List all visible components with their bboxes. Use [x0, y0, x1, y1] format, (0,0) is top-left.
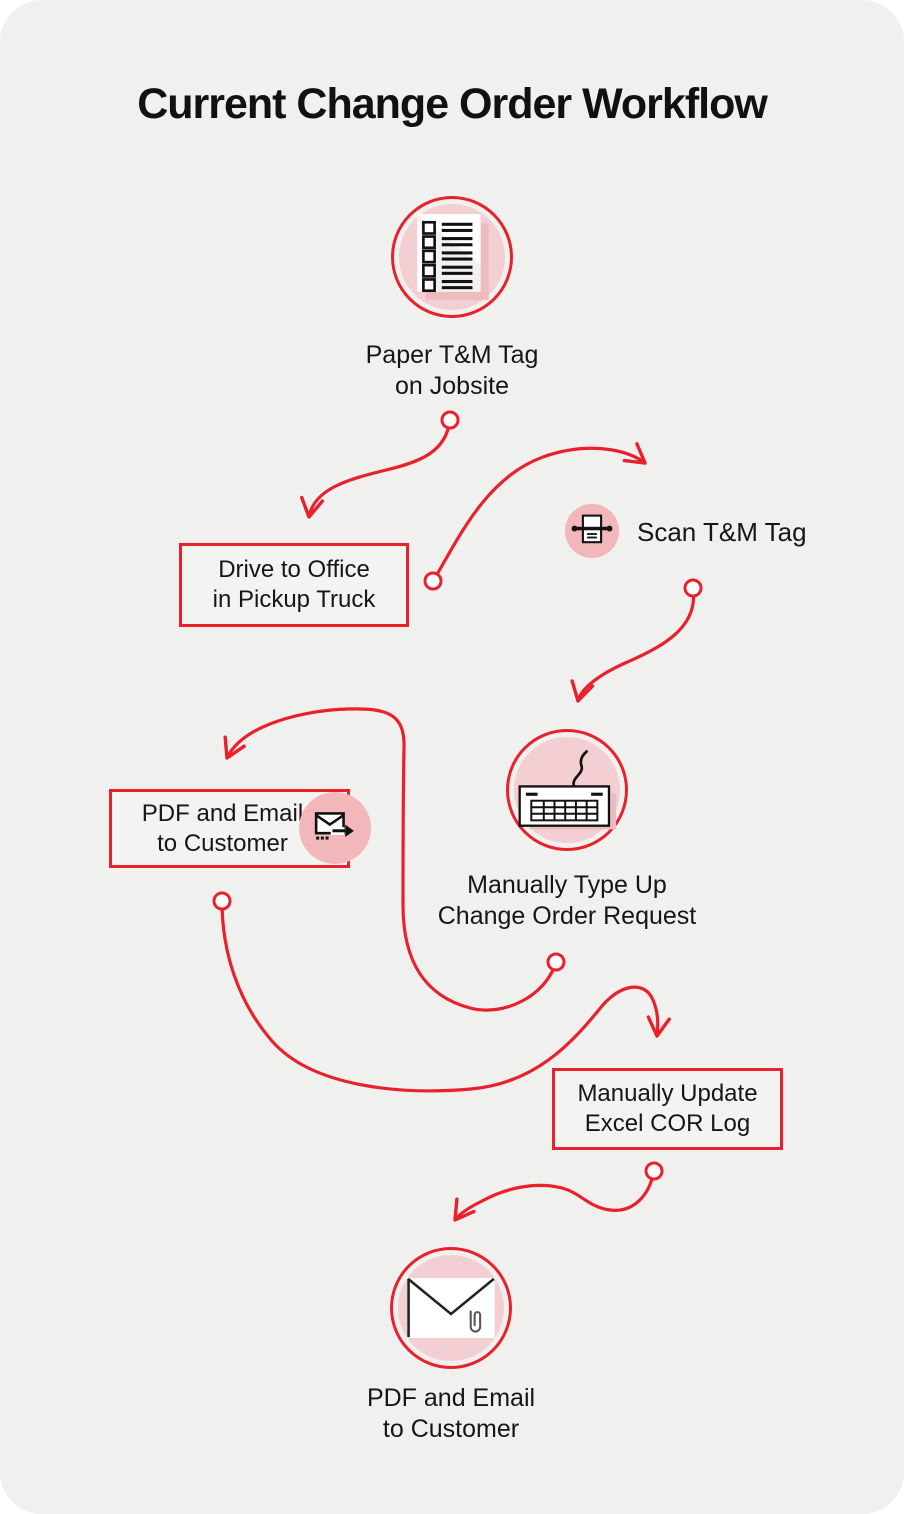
step-pdf-email-final-label: PDF and Email to Customer [366, 1384, 536, 1443]
scanner-icon [571, 514, 613, 544]
step-pdf-email-office-badge [299, 792, 371, 864]
arrow-scan-to-typeup [570, 587, 696, 703]
arrow-start-dot [546, 952, 566, 972]
step-pdf-email-final-circle [398, 1255, 504, 1361]
keyboard-icon [518, 749, 617, 830]
step-type-up-label: Manually Type Up Change Order Request [437, 871, 697, 930]
step-scan-tag-label: Scan T&M Tag [637, 517, 807, 547]
arrow-start-dot [212, 891, 232, 911]
step-paper-tag-circle [399, 204, 505, 310]
arrow-paper-to-drive [300, 419, 452, 519]
checklist-document-icon [417, 214, 489, 300]
step-paper-tag-label: Paper T&M Tag on Jobsite [365, 341, 539, 400]
arrow-start-dot [423, 571, 443, 591]
step-excel-log-box: Manually Update Excel COR Log [552, 1068, 783, 1150]
step-drive-office-box: Drive to Office in Pickup Truck [179, 543, 409, 627]
step-type-up-node [506, 729, 628, 851]
arrow-start-dot [644, 1161, 664, 1181]
arrow-start-dot [440, 410, 460, 430]
page-title: Current Change Order Workflow [137, 80, 768, 128]
step-pdf-email-final-node [390, 1247, 512, 1369]
arrow-excel-to-final [453, 1170, 656, 1222]
envelope-attachment-icon [407, 1277, 495, 1338]
step-scan-tag-node [565, 504, 619, 558]
send-email-icon [314, 812, 354, 840]
step-type-up-circle [514, 737, 620, 843]
arrow-start-dot [683, 578, 703, 598]
step-paper-tag-node [391, 196, 513, 318]
